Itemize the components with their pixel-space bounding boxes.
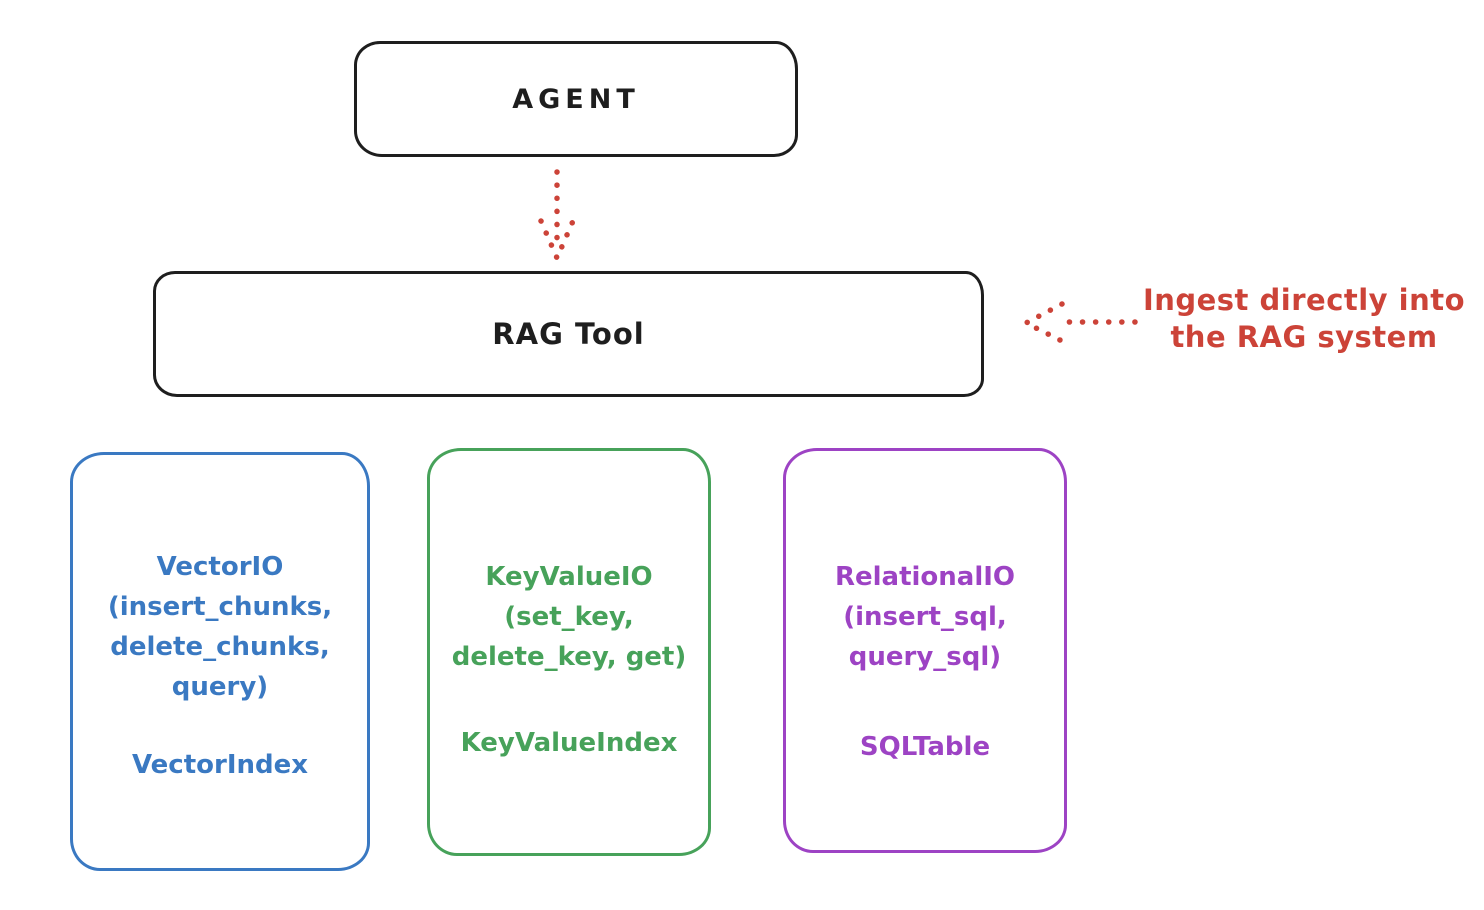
keyvalue-io-text: KeyValueIO (set_key, delete_key, get) Ke… — [430, 557, 708, 763]
vector-io-text: VectorIO (insert_chunks, delete_chunks, … — [73, 547, 367, 785]
vector-index-label: VectorIndex — [131, 750, 309, 780]
relational-io-line: query_sql) — [848, 642, 1002, 672]
sql-table-label: SQLTable — [859, 732, 991, 762]
annotation-to-rag-dotted-arrow-icon — [1023, 301, 1138, 344]
relational-io-line: (insert_sql, — [843, 602, 1007, 632]
relational-io-line: RelationalIO — [834, 562, 1016, 592]
ingest-annotation-line1: Ingest directly into — [1142, 283, 1466, 317]
vector-io-line: VectorIO — [156, 552, 284, 582]
agent-node: AGENT — [354, 41, 798, 157]
relational-io-text: RelationalIO (insert_sql, query_sql) SQL… — [786, 557, 1064, 767]
keyvalue-index-label: KeyValueIndex — [460, 728, 678, 758]
rag-tool-label: RAG Tool — [492, 317, 645, 351]
keyvalue-io-line: delete_key, get) — [451, 642, 687, 672]
agent-label: AGENT — [512, 83, 640, 115]
vector-io-line: delete_chunks, — [110, 632, 330, 662]
keyvalue-io-line: KeyValueIO — [485, 562, 653, 592]
keyvalue-io-node: KeyValueIO (set_key, delete_key, get) Ke… — [427, 448, 711, 856]
vector-io-node: VectorIO (insert_chunks, delete_chunks, … — [70, 452, 370, 871]
keyvalue-io-line: (set_key, — [504, 602, 634, 632]
ingest-annotation: Ingest directly into the RAG system — [1130, 282, 1478, 356]
ingest-annotation-line2: the RAG system — [1170, 320, 1438, 354]
relational-io-node: RelationalIO (insert_sql, query_sql) SQL… — [783, 448, 1067, 853]
vector-io-line: query) — [171, 672, 269, 702]
vector-io-line: (insert_chunks, — [107, 592, 333, 622]
agent-to-rag-dotted-arrow-icon — [538, 169, 576, 261]
rag-tool-node: RAG Tool — [153, 271, 984, 397]
